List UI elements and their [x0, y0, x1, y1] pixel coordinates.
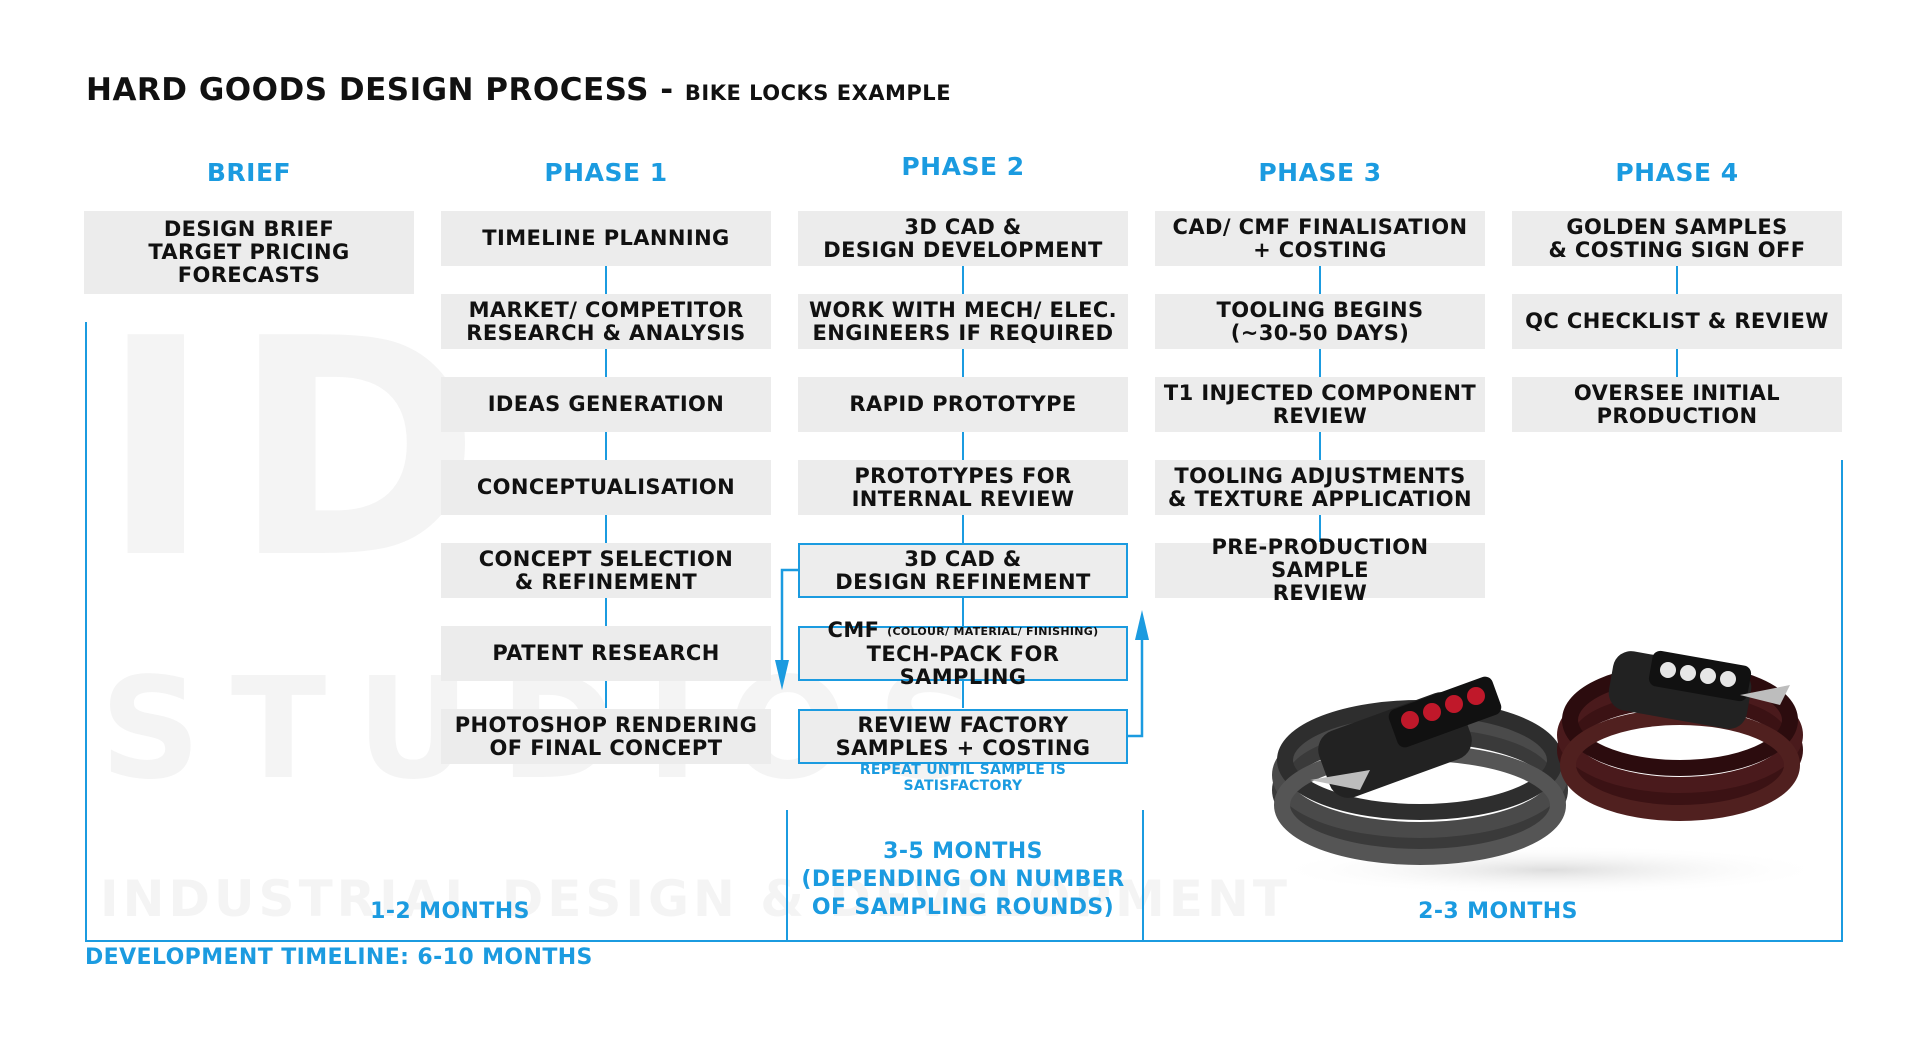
phase2-heading: PHASE 2	[901, 152, 1025, 181]
phase1-box-photoshop-rendering: PHOTOSHOP RENDERING OF FINAL CONCEPT	[441, 709, 771, 764]
brief-box: DESIGN BRIEF TARGET PRICING FORECASTS	[84, 211, 414, 294]
box-label: IDEAS GENERATION	[487, 392, 725, 416]
phase1-box-market-research: MARKET/ COMPETITOR RESEARCH & ANALYSIS	[441, 294, 771, 349]
box-label-line: OF FINAL CONCEPT	[489, 735, 723, 760]
timeline-divider-phase2-phase3	[1142, 810, 1144, 942]
phase1-box-concept-selection: CONCEPT SELECTION & REFINEMENT	[441, 543, 771, 598]
timeline-divider-brief-phase2	[786, 810, 788, 942]
box-label-line: ENGINEERS IF REQUIRED	[812, 320, 1114, 345]
duration-line: (DEPENDING ON NUMBER	[801, 867, 1125, 892]
brief-line-1: DESIGN BRIEF	[163, 217, 335, 241]
loop-up-arrowhead	[1135, 610, 1149, 640]
timeline-baseline	[85, 940, 1843, 942]
phase2-box-engineers: WORK WITH MECH/ ELEC. ENGINEERS IF REQUI…	[798, 294, 1128, 349]
box-label-line: + COSTING	[1253, 237, 1387, 262]
box-label-line: REVIEW FACTORY	[857, 712, 1069, 737]
box-label-line: TOOLING BEGINS	[1216, 297, 1424, 322]
box-label-line: TECH-PACK FOR SAMPLING	[866, 641, 1060, 689]
phase2-box-rapid-prototype: RAPID PROTOTYPE	[798, 377, 1128, 432]
phase3-box-cmf-finalisation: CAD/ CMF FINALISATION + COSTING	[1155, 211, 1485, 266]
box-label-line: (~30-50 DAYS)	[1230, 320, 1410, 345]
loop-down-arrowhead	[775, 660, 789, 690]
phase2-box-review-factory-samples: REVIEW FACTORY SAMPLES + COSTING	[798, 709, 1128, 764]
phase2-box-3d-cad-refinement: 3D CAD & DESIGN REFINEMENT	[798, 543, 1128, 598]
box-label-line: DESIGN REFINEMENT	[835, 569, 1091, 594]
phase3-box-t1-review: T1 INJECTED COMPONENT REVIEW	[1155, 377, 1485, 432]
phase4-box-oversee-production: OVERSEE INITIAL PRODUCTION	[1512, 377, 1842, 432]
phase1-box-patent-research: PATENT RESEARCH	[441, 626, 771, 681]
box-label-line: & TEXTURE APPLICATION	[1168, 486, 1472, 511]
phase3-box-tooling-adjustments: TOOLING ADJUSTMENTS & TEXTURE APPLICATIO…	[1155, 460, 1485, 515]
title-main: HARD GOODS DESIGN PROCESS -	[86, 72, 674, 108]
box-label: QC CHECKLIST & REVIEW	[1525, 309, 1829, 333]
box-label-line: REVIEW	[1272, 581, 1368, 605]
phase3-heading: PHASE 3	[1258, 158, 1382, 187]
repeat-note: REPEAT UNTIL SAMPLE IS SATISFACTORY	[859, 762, 1067, 794]
box-label-line: PRE-PRODUCTION SAMPLE	[1211, 535, 1429, 582]
right-lock-head	[1608, 650, 1790, 729]
box-label-line: & REFINEMENT	[514, 569, 698, 594]
duration-line: OF SAMPLING ROUNDS)	[811, 895, 1115, 920]
box-label-line: TOOLING ADJUSTMENTS	[1174, 463, 1466, 488]
box-label-line: DESIGN DEVELOPMENT	[823, 237, 1103, 262]
bike-locks-photo	[1270, 650, 1830, 895]
phase1-box-ideas-generation: IDEAS GENERATION	[441, 377, 771, 432]
timeline-left-edge	[85, 322, 87, 942]
title-subtitle: BIKE LOCKS EXAMPLE	[684, 81, 952, 105]
phase2-box-cmf-tech-pack: CMF (COLOUR/ MATERIAL/ FINISHING) TECH-P…	[798, 618, 1128, 688]
page-title: HARD GOODS DESIGN PROCESS - BIKE LOCKS E…	[86, 72, 951, 108]
box-label-line: RESEARCH & ANALYSIS	[466, 320, 746, 345]
box-label-line: 3D CAD &	[904, 214, 1022, 239]
phase4-heading: PHASE 4	[1615, 158, 1739, 187]
phase4-box-qc-checklist: QC CHECKLIST & REVIEW	[1512, 294, 1842, 349]
brief-line-3: FORECASTS	[177, 263, 321, 287]
box-label-line: REVIEW	[1272, 403, 1368, 428]
loop-up-arrow-line	[1128, 640, 1144, 738]
phase1-heading: PHASE 1	[544, 158, 668, 187]
duration-line: 3-5 MONTHS	[883, 839, 1043, 864]
box-label-line: WORK WITH MECH/ ELEC.	[808, 297, 1118, 322]
phase2-box-3d-cad-development: 3D CAD & DESIGN DEVELOPMENT	[798, 211, 1128, 266]
box-label-line: CMF	[827, 617, 880, 642]
timeline-right-edge	[1841, 460, 1843, 942]
box-label: TIMELINE PLANNING	[482, 226, 730, 250]
box-label-line: CAD/ CMF FINALISATION	[1172, 214, 1468, 239]
box-label-line: OVERSEE INITIAL	[1573, 380, 1781, 405]
cmf-note: (COLOUR/ MATERIAL/ FINISHING)	[887, 624, 1099, 638]
phase3-box-pre-production-sample: PRE-PRODUCTION SAMPLE REVIEW	[1155, 536, 1485, 605]
phase3-box-tooling-begins: TOOLING BEGINS (~30-50 DAYS)	[1155, 294, 1485, 349]
phase2-duration: 3-5 MONTHS (DEPENDING ON NUMBER OF SAMPL…	[798, 838, 1128, 922]
left-lock-head	[1310, 676, 1502, 798]
box-label-line: PHOTOSHOP RENDERING	[454, 712, 758, 737]
box-label: CONCEPTUALISATION	[476, 475, 736, 499]
box-label-line: PRODUCTION	[1596, 403, 1758, 428]
box-label-line: MARKET/ COMPETITOR	[468, 297, 744, 322]
box-label-line: 3D CAD &	[904, 546, 1022, 571]
box-label-line: & COSTING SIGN OFF	[1548, 237, 1806, 262]
brief-phase1-duration: 1-2 MONTHS	[370, 899, 530, 924]
box-label-line: CONCEPT SELECTION	[478, 546, 734, 571]
box-label: PATENT RESEARCH	[492, 641, 720, 665]
box-label-line: SAMPLES + COSTING	[835, 735, 1091, 760]
phase2-box-prototypes-review: PROTOTYPES FOR INTERNAL REVIEW	[798, 460, 1128, 515]
phase1-box-timeline-planning: TIMELINE PLANNING	[441, 211, 771, 266]
phase4-box-golden-samples: GOLDEN SAMPLES & COSTING SIGN OFF	[1512, 211, 1842, 266]
brief-line-2: TARGET PRICING	[148, 240, 350, 264]
box-label-line: INTERNAL REVIEW	[851, 486, 1075, 511]
development-timeline-label: DEVELOPMENT TIMELINE: 6-10 MONTHS	[85, 945, 593, 970]
box-label-line: GOLDEN SAMPLES	[1566, 214, 1788, 239]
box-label: RAPID PROTOTYPE	[849, 392, 1077, 416]
brief-heading: BRIEF	[206, 158, 292, 187]
phase1-box-conceptualisation: CONCEPTUALISATION	[441, 460, 771, 515]
box-label-line: T1 INJECTED COMPONENT	[1163, 380, 1477, 405]
box-label-line: PROTOTYPES FOR	[854, 463, 1072, 488]
phase3-phase4-duration: 2-3 MONTHS	[1418, 899, 1578, 924]
loop-down-arrow-line	[780, 568, 798, 660]
